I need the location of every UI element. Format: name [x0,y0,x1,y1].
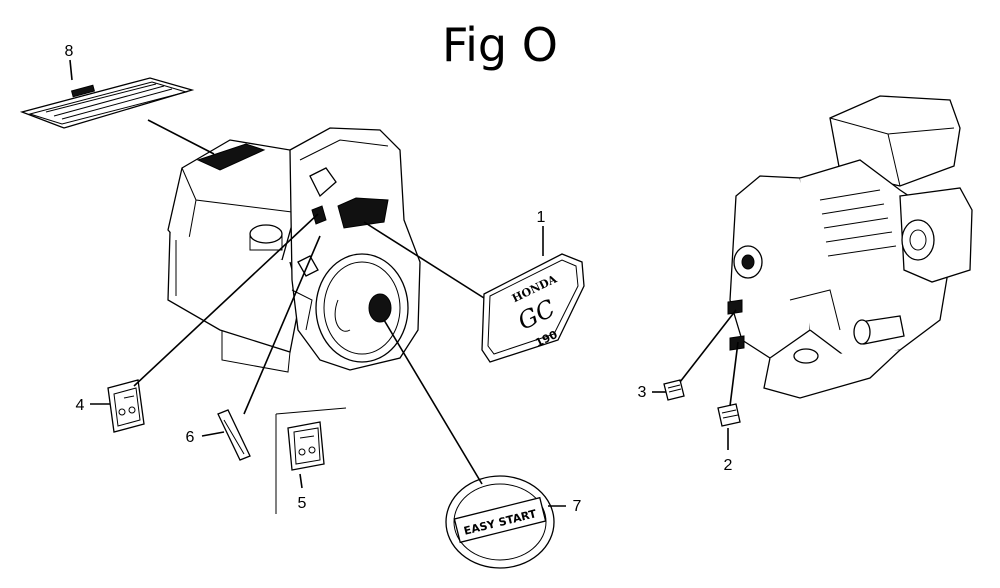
callout-1: 1 [537,209,546,226]
decal-part-5 [275,407,347,514]
decal-part-3 [663,379,685,401]
engine-left-illustration [167,127,421,373]
engine-right-illustration [727,95,973,399]
callout-5: 5 [298,495,307,512]
decal-part-1-gc190: HONDA GC 190 [481,253,585,363]
decal-part-7-easy-start: EASY START [445,475,555,569]
figure-title: Fig O [442,18,558,72]
callout-7: 7 [573,498,582,515]
callout-8: 8 [65,43,74,60]
callout-2: 2 [724,457,733,474]
decal-part-4 [107,379,145,433]
callout-6: 6 [186,429,195,446]
decal-part-6 [217,409,251,461]
decal-part-8 [19,77,195,129]
callout-3: 3 [638,384,647,401]
decal-part-2 [717,403,741,427]
leader-lines [69,59,739,507]
callout-4: 4 [76,397,85,414]
